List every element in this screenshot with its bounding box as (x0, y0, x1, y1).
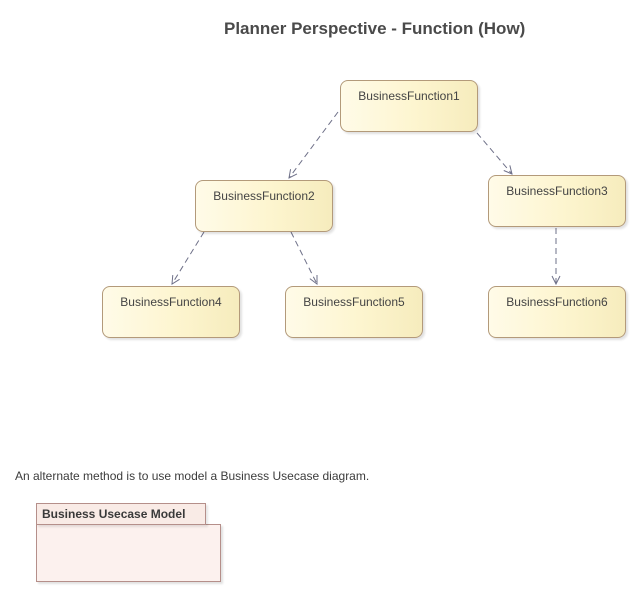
alternate-method-note: An alternate method is to use model a Bu… (15, 469, 370, 483)
business-function-3[interactable]: BusinessFunction3 (488, 175, 626, 227)
package-tab[interactable]: Business Usecase Model (36, 503, 206, 525)
package-body[interactable] (36, 524, 221, 582)
diagram-title: Planner Perspective - Function (How) (224, 19, 526, 38)
connector-bf2-bf4 (172, 231, 205, 284)
business-function-2[interactable]: BusinessFunction2 (195, 180, 333, 232)
connector-bf1-bf3 (476, 132, 512, 174)
connector-bf2-bf5 (290, 231, 317, 284)
business-function-4[interactable]: BusinessFunction4 (102, 286, 240, 338)
connector-bf1-bf2 (289, 111, 339, 178)
business-function-5[interactable]: BusinessFunction5 (285, 286, 423, 338)
business-function-6[interactable]: BusinessFunction6 (488, 286, 626, 338)
business-function-1[interactable]: BusinessFunction1 (340, 80, 478, 132)
